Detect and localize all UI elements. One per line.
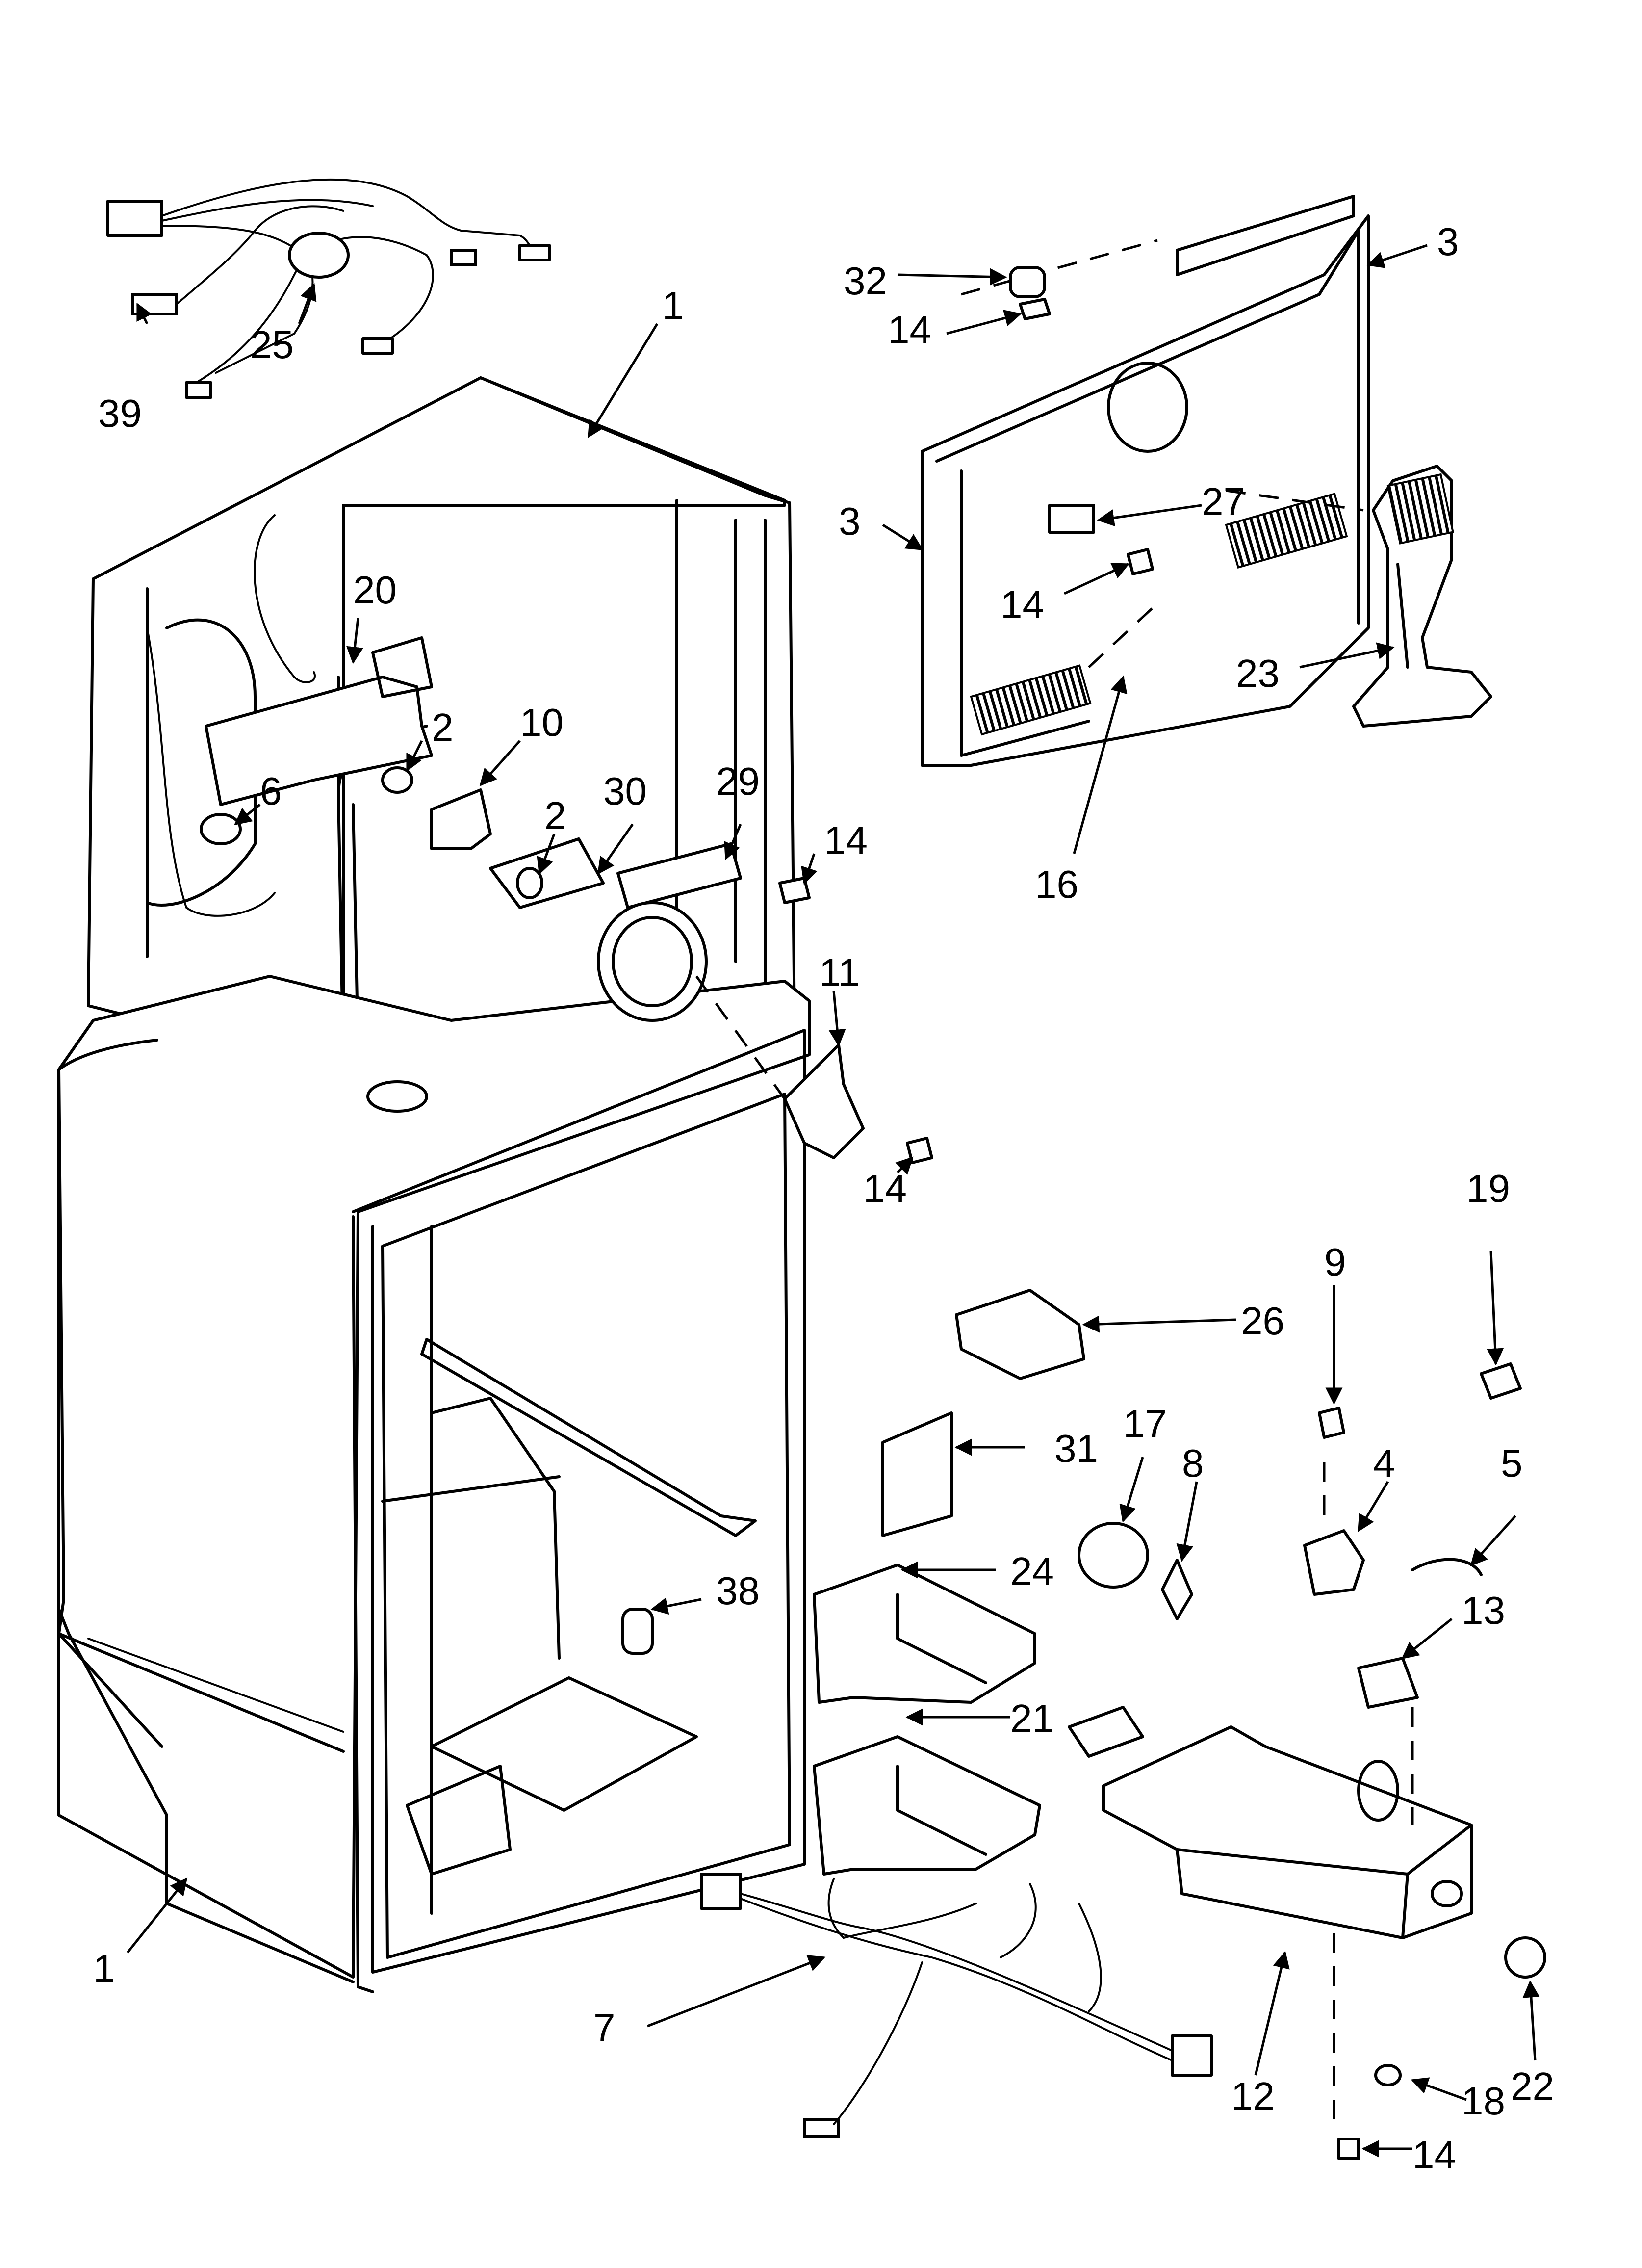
control-bracket-assembly	[205, 636, 865, 1159]
callout-17: 17	[1123, 1402, 1167, 1446]
callout-39: 39	[98, 391, 142, 435]
callout-21: 21	[1010, 1696, 1054, 1740]
callout-27: 27	[1202, 480, 1245, 523]
fresh-food-liner	[57, 975, 811, 1993]
callout-32: 32	[844, 259, 887, 303]
callout-3-left: 3	[839, 499, 861, 543]
callout-31: 31	[1054, 1427, 1098, 1470]
callout-30: 30	[603, 769, 647, 813]
callout-1-freezer-liner: 1	[662, 284, 684, 327]
callout-29: 29	[716, 759, 760, 803]
callout-3-right: 3	[1437, 220, 1459, 263]
callout-16: 16	[1035, 862, 1078, 906]
callout-18: 18	[1462, 2079, 1505, 2123]
callout-1-fresh-food-liner: 1	[93, 1947, 115, 1990]
callout-24: 24	[1010, 1549, 1054, 1593]
leader-lines	[127, 244, 1540, 2158]
crisper-covers	[813, 1564, 1041, 1876]
callout-9: 9	[1324, 1240, 1346, 1284]
callout-25: 25	[250, 323, 294, 366]
callout-14-top: 14	[888, 308, 931, 352]
callout-7: 7	[593, 2006, 616, 2049]
fan-duct	[1352, 465, 1492, 728]
callout-14-panel: 14	[1001, 583, 1044, 626]
evaporator-cover	[921, 195, 1370, 767]
callout-22: 22	[1511, 2064, 1554, 2108]
callout-23: 23	[1236, 652, 1280, 695]
callout-11: 11	[819, 951, 860, 994]
callout-19: 19	[1466, 1167, 1510, 1210]
callout-14-housing: 14	[1412, 2133, 1456, 2177]
callout-13: 13	[1462, 1589, 1505, 1632]
lower-wire-harness	[700, 1873, 1213, 2138]
callout-20: 20	[353, 568, 397, 612]
callout-8: 8	[1182, 1441, 1204, 1485]
callout-labels: 1 1 2 2 3 3 4 5 6 7 8 9 10 11 12 13 14 1…	[93, 220, 1554, 2177]
callout-14-bracket: 14	[824, 818, 868, 862]
upper-wire-harness	[106, 178, 551, 399]
callout-10: 10	[520, 701, 564, 744]
callout-14-fan: 14	[863, 1167, 907, 1210]
control-housing	[1068, 1706, 1546, 2119]
light-and-control	[881, 1289, 1522, 1709]
callout-5: 5	[1501, 1441, 1523, 1485]
callout-26: 26	[1241, 1299, 1284, 1343]
callout-6: 6	[260, 769, 282, 813]
callout-12: 12	[1231, 2074, 1275, 2118]
small-parts	[200, 266, 1360, 2160]
callout-4: 4	[1373, 1441, 1395, 1485]
callout-38: 38	[716, 1569, 760, 1613]
callout-2-right: 2	[544, 794, 566, 837]
callout-2-left: 2	[432, 705, 454, 749]
